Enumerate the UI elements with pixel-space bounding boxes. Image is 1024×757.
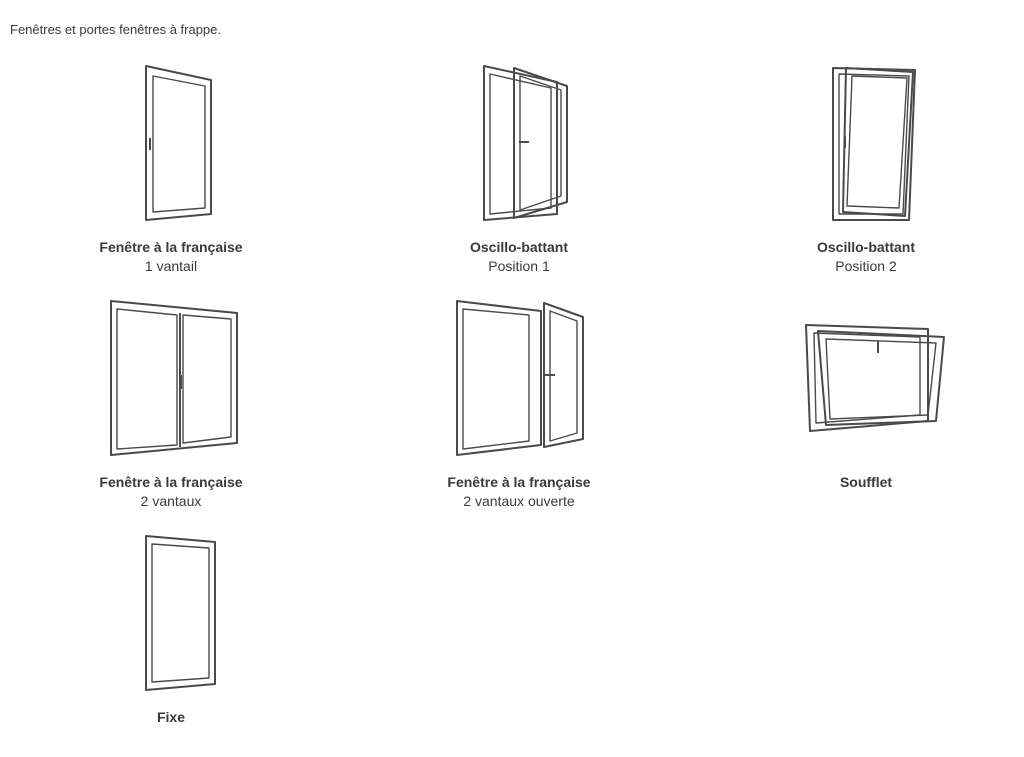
item-name: Oscillo-battant: [469, 239, 568, 255]
window-type-fixe[interactable]: Fixe: [51, 534, 291, 726]
window-type-1-vantail[interactable]: Fenêtre à la française 1 vantail: [51, 64, 291, 276]
fixed-window-icon: [145, 535, 216, 691]
casement-double-open-icon: [456, 300, 584, 456]
intro-text: Fenêtres et portes fenêtres à frappe.: [10, 22, 222, 37]
casement-single-icon: [145, 65, 212, 221]
window-type-2-vantaux-ouverte[interactable]: Fenêtre à la française 2 vantaux ouverte: [399, 299, 639, 511]
item-name: Fixe: [156, 709, 185, 725]
window-type-soufflet[interactable]: Soufflet: [746, 299, 986, 491]
item-subtitle: 2 vantaux: [140, 493, 202, 509]
item-subtitle: Position 2: [835, 258, 897, 274]
tilt-turn-tilted-icon: [832, 67, 916, 221]
bottom-hung-tilt-icon: [805, 324, 945, 432]
window-type-2-vantaux[interactable]: Fenêtre à la française 2 vantaux: [51, 299, 291, 511]
item-name: Fenêtre à la française: [99, 239, 243, 255]
item-subtitle: Position 1: [488, 258, 550, 274]
casement-double-icon: [110, 300, 238, 456]
item-subtitle: 2 vantaux ouverte: [463, 493, 575, 509]
window-type-oscillo-position-2[interactable]: Oscillo-battant Position 2: [746, 64, 986, 276]
item-name: Soufflet: [839, 474, 893, 490]
item-name: Fenêtre à la française: [447, 474, 591, 490]
item-subtitle: 1 vantail: [144, 258, 198, 274]
item-name: Oscillo-battant: [816, 239, 915, 255]
item-name: Fenêtre à la française: [99, 474, 243, 490]
tilt-turn-open-icon: [483, 65, 568, 221]
window-type-oscillo-position-1[interactable]: Oscillo-battant Position 1: [399, 64, 639, 276]
